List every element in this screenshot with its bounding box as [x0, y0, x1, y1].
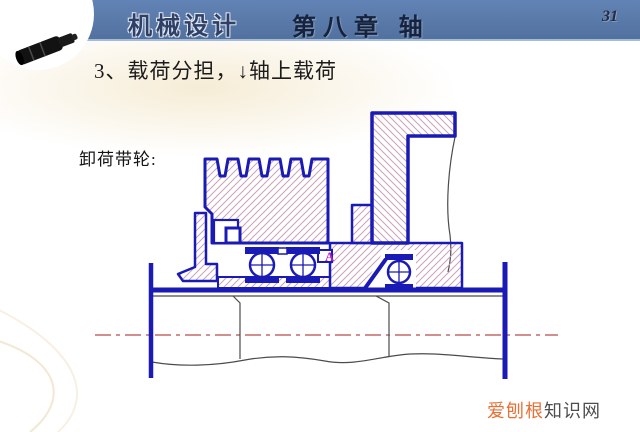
page-number: 31 [602, 8, 618, 25]
housing-arm-section [370, 111, 457, 245]
annotation-a: A [325, 249, 335, 264]
housing-block-section [328, 241, 464, 290]
bearing-right [361, 254, 413, 293]
figure-label: 卸荷带轮: [79, 150, 157, 169]
hub-recesses [212, 218, 333, 263]
shaft-icon [15, 33, 78, 66]
bearing-pair [245, 247, 320, 283]
right-bearing-pocket [362, 250, 416, 290]
watermark-prefix: 爱刨根 [487, 401, 544, 421]
background-swirl [0, 309, 78, 432]
watermark: 爱刨根知识网 [487, 397, 601, 423]
housing-step-section [350, 203, 374, 245]
course-title: 机械设计 [128, 13, 240, 40]
shaft-seat-and-flanges [148, 262, 508, 379]
chapter-title: 第八章 轴 [292, 14, 430, 41]
sleeve-section [217, 276, 331, 289]
watermark-suffix: 知识网 [544, 401, 601, 421]
shaft-outline [151, 136, 504, 366]
left-cover-section [176, 211, 219, 283]
slide-title: 3、载荷分担，↓轴上载荷 [94, 59, 337, 83]
pulley-section [203, 157, 330, 245]
hatched-sections [176, 111, 464, 290]
header-bar [0, 0, 640, 41]
